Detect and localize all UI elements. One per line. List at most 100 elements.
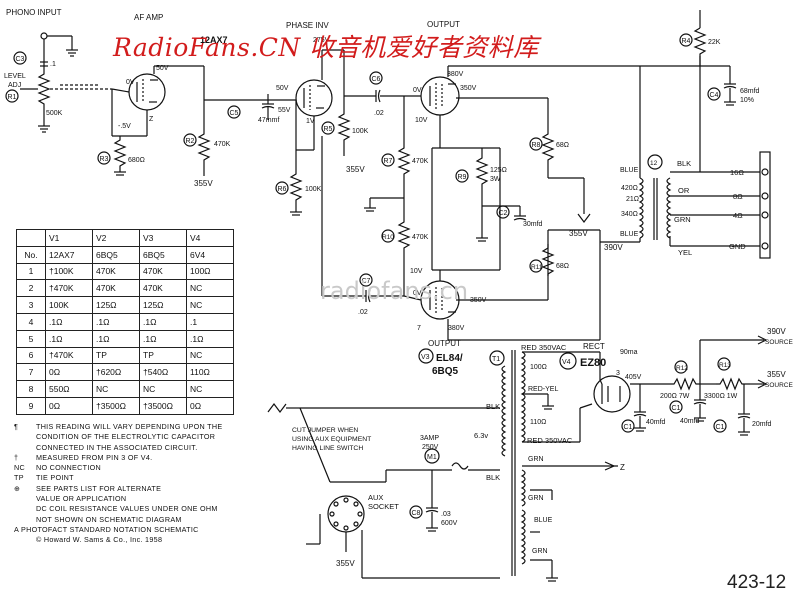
v3-label: V3 bbox=[421, 354, 430, 361]
table-cell: .1Ω bbox=[45, 329, 93, 348]
grn-1: GRN bbox=[528, 456, 544, 463]
table-cell: †3500Ω bbox=[139, 396, 187, 415]
c1a-label: C1 bbox=[624, 424, 633, 431]
c1c-label: C1 bbox=[716, 424, 725, 431]
v1-plate-v: 50V bbox=[156, 65, 169, 72]
v3a-380: 380V bbox=[447, 71, 464, 78]
b355-4: 355V bbox=[336, 559, 355, 568]
v3a-10v: 10V bbox=[415, 117, 428, 124]
r4-label: R4 bbox=[682, 38, 691, 45]
v4-pin3: 3 bbox=[616, 370, 620, 377]
p110: 110Ω bbox=[530, 419, 546, 426]
note-line: A PHOTOFACT STANDARD NOTATION SCHEMATIC bbox=[14, 525, 222, 535]
v3b-0v: 0V bbox=[413, 290, 422, 297]
src-word-1: SOURCE bbox=[765, 339, 793, 346]
src-word-2: SOURCE bbox=[765, 382, 793, 389]
r6 bbox=[289, 150, 303, 212]
aux-label: AUX bbox=[368, 493, 383, 502]
cut-jumper-1: CUT JUMPER WHEN bbox=[292, 427, 358, 434]
table-cell: NC bbox=[186, 380, 234, 398]
r13-value: 3300Ω 1W bbox=[704, 393, 738, 400]
tube-v4 bbox=[593, 375, 631, 413]
v2-1v: 1V bbox=[306, 118, 315, 125]
note-line: ⊕SEE PARTS LIST FOR ALTERNATE bbox=[14, 484, 222, 494]
socket-label: SOCKET bbox=[368, 502, 399, 511]
table-cell: 110Ω bbox=[186, 363, 234, 382]
table-cell: 2 bbox=[16, 279, 46, 298]
power-transformer-rect-winding bbox=[520, 469, 526, 507]
t2-label: 12 bbox=[650, 160, 658, 167]
v3-type: EL84/ bbox=[436, 353, 463, 364]
faint-watermark: radiofans.cn bbox=[320, 277, 469, 305]
r2-value: 470K bbox=[214, 141, 231, 148]
table-cell: 125Ω bbox=[92, 296, 140, 314]
term-8: 8Ω bbox=[733, 192, 743, 201]
output-transformer-primary bbox=[638, 177, 644, 239]
v2-plate-v: 275V bbox=[313, 37, 330, 44]
grn-2: GRN bbox=[528, 495, 544, 502]
bias-63: 6.3v bbox=[474, 431, 488, 440]
table-cell: 4 bbox=[16, 312, 46, 331]
table-header-cell bbox=[16, 229, 46, 247]
note-line: DC COIL RESISTANCE VALUES UNDER ONE OHM bbox=[14, 504, 222, 514]
table-cell: .1 bbox=[186, 312, 234, 331]
red350-a: RED 350VAC bbox=[521, 343, 567, 352]
rect-label: RECT bbox=[583, 342, 605, 351]
note-key: NC bbox=[14, 463, 25, 473]
table-cell: 7 bbox=[16, 363, 46, 382]
table-row: 4.1Ω.1Ω.1Ω.1 bbox=[16, 312, 234, 331]
note-text: NO CONNECTION bbox=[36, 463, 101, 473]
src-355: 355V bbox=[767, 370, 786, 379]
table-cell: 470K bbox=[92, 262, 140, 281]
r8 bbox=[541, 132, 555, 178]
note-text: THIS READING WILL VARY DEPENDING UPON TH… bbox=[36, 422, 223, 431]
table-cell: 6V4 bbox=[186, 245, 234, 264]
table-cell: No. bbox=[16, 245, 46, 264]
r12 bbox=[670, 377, 700, 391]
table-cell: †540Ω bbox=[139, 363, 187, 382]
imp-21: 21Ω bbox=[626, 196, 639, 203]
note-key: TP bbox=[14, 473, 24, 483]
table-cell: NC bbox=[186, 346, 234, 365]
power-transformer-hv-winding bbox=[520, 351, 526, 443]
tap-or: OR bbox=[678, 186, 690, 195]
table-cell: NC bbox=[139, 380, 187, 398]
tube-v3-top bbox=[420, 76, 460, 116]
v3a-350: 350V bbox=[460, 85, 477, 92]
af-amp-label: AF AMP bbox=[134, 13, 163, 22]
grn-3: GRN bbox=[532, 548, 548, 555]
r8-label: R8 bbox=[532, 142, 541, 149]
table-cell: 470K bbox=[92, 279, 140, 298]
c1b-value: 40mfd bbox=[680, 418, 700, 425]
v3b-pin7: 7 bbox=[417, 325, 421, 332]
b355-3: 355V bbox=[569, 229, 588, 238]
table-cell: 100Ω bbox=[186, 262, 234, 281]
r13-label: R13 bbox=[719, 362, 731, 369]
r5-label: R5 bbox=[324, 126, 333, 133]
c6-label: C6 bbox=[372, 76, 381, 83]
r11-label: R11 bbox=[531, 264, 543, 271]
r9-label: R9 bbox=[458, 174, 467, 181]
r5 bbox=[337, 110, 351, 156]
c8-label: C8 bbox=[412, 510, 421, 517]
table-cell: .1Ω bbox=[139, 312, 187, 331]
r11 bbox=[541, 244, 555, 276]
red-yel: RED-YEL bbox=[528, 386, 558, 393]
r4-value: 22K bbox=[708, 39, 721, 46]
c6-value: .02 bbox=[374, 110, 384, 117]
r2-label: R2 bbox=[186, 138, 195, 145]
note-line: © Howard W. Sams & Co., Inc. 1958 bbox=[14, 535, 222, 545]
v3-alt: 6BQ5 bbox=[432, 366, 459, 377]
r8-value: 68Ω bbox=[556, 142, 569, 149]
m1-label: M1 bbox=[427, 454, 437, 461]
c3-value: .1 bbox=[50, 61, 56, 68]
table-header-cell: V1 bbox=[45, 229, 93, 247]
table-header-cell: V3 bbox=[139, 229, 187, 247]
note-text: DC COIL RESISTANCE VALUES UNDER ONE OHM bbox=[36, 504, 218, 514]
